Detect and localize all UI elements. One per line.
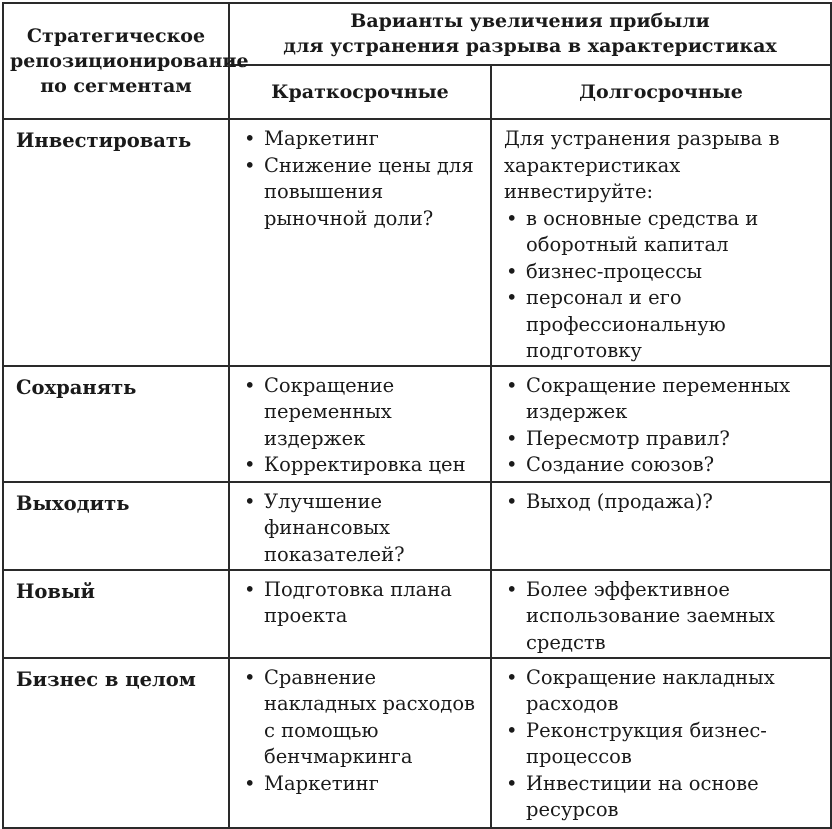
long-term-cell: Для устранения разрыва в характеристиках… xyxy=(489,118,832,367)
short-term-header: Краткосрочные xyxy=(228,64,492,120)
list-item: в основные средства и оборотный капитал xyxy=(504,206,822,259)
long-term-list: Более эффективное использование заемных … xyxy=(504,577,822,657)
list-item: Маркетинг xyxy=(242,126,482,153)
list-item: персонал и его профессиональную подготов… xyxy=(504,285,822,365)
short-term-list: МаркетингСнижение цены для повышения рын… xyxy=(242,126,482,232)
list-item: Более эффективное использование заемных … xyxy=(504,577,822,657)
long-term-cell: Сокращение переменных издержекПересмотр … xyxy=(489,364,832,483)
long-term-list: Выход (продажа)? xyxy=(504,489,822,516)
segment-column-header: Стратегическое репозиционирование по сег… xyxy=(2,2,249,120)
table-row: СохранятьСокращение переменных издержекК… xyxy=(2,364,832,483)
long-term-list: Сокращение переменных издержекПересмотр … xyxy=(504,373,822,479)
list-item: бизнес-процессы xyxy=(504,259,822,286)
list-item: Инвестиции на основе ресурсов xyxy=(504,771,822,824)
long-term-cell: Выход (продажа)? xyxy=(489,480,832,571)
table-row: ИнвестироватьМаркетингСнижение цены для … xyxy=(2,118,832,367)
short-term-cell: Сравнение накладных расходов с помощью б… xyxy=(228,656,492,829)
segment-cell: Новый xyxy=(2,568,230,659)
long-term-intro: Для устранения разрыва в характеристиках… xyxy=(504,127,780,203)
list-item: Реконструкция бизнес-процессов xyxy=(504,718,822,771)
short-term-cell: Сокращение переменных издержекКорректиро… xyxy=(228,364,492,483)
short-term-cell: Улучшение финансовых показателей? xyxy=(228,480,492,571)
list-item: Создание союзов? xyxy=(504,452,822,479)
table-row: НовыйПодготовка плана проекта Более эффек… xyxy=(2,568,832,659)
list-item: Снижение цены для повышения рыночной дол… xyxy=(242,153,482,233)
short-term-cell: Подготовка плана проекта xyxy=(228,568,492,659)
table-body: ИнвестироватьМаркетингСнижение цены для … xyxy=(2,118,832,829)
options-column-header: Варианты увеличения прибыли для устранен… xyxy=(227,2,832,66)
segment-cell: Сохранять xyxy=(2,364,230,483)
list-item: Улучшение финансовых показателей? xyxy=(242,489,482,569)
list-item: Корректировка цен xyxy=(242,452,482,479)
list-item: Пересмотр правил? xyxy=(504,426,822,453)
options-title-line2: для устранения разрыва в характеристиках xyxy=(283,35,777,57)
list-item: Выход (продажа)? xyxy=(504,489,822,516)
long-term-cell: Более эффективное использование заемных … xyxy=(489,568,832,659)
long-term-list: Сокращение накладных расходовРеконструкц… xyxy=(504,665,822,824)
segment-cell: Инвестировать xyxy=(2,118,230,367)
long-term-cell: Сокращение накладных расходовРеконструкц… xyxy=(489,656,832,829)
list-item: Сокращение переменных издержек xyxy=(504,373,822,426)
short-term-list: Улучшение финансовых показателей? xyxy=(242,489,482,569)
table-row: ВыходитьУлучшение финансовых показателей… xyxy=(2,480,832,571)
header-row-sub: Краткосрочные Долгосрочные xyxy=(3,64,832,120)
short-term-cell: МаркетингСнижение цены для повышения рын… xyxy=(228,118,492,367)
long-term-header: Долгосрочные xyxy=(489,64,832,120)
list-item: Сравнение накладных расходов с помощью б… xyxy=(242,665,482,771)
list-item: Маркетинг xyxy=(242,771,482,798)
long-term-list: в основные средства и оборотный капиталб… xyxy=(504,206,822,365)
short-term-list: Сокращение переменных издержекКорректиро… xyxy=(242,373,482,479)
header-row-top: Стратегическое репозиционирование по сег… xyxy=(2,2,832,120)
list-item: Сокращение накладных расходов xyxy=(504,665,822,718)
table-row: Бизнес в целомСравнение накладных расход… xyxy=(2,656,832,829)
short-term-list: Подготовка плана проекта xyxy=(242,577,482,630)
list-item: Сокращение переменных издержек xyxy=(242,373,482,453)
list-item: Подготовка плана проекта xyxy=(242,577,482,630)
segment-cell: Бизнес в целом xyxy=(2,656,230,829)
options-title-line1: Варианты увеличения прибыли xyxy=(350,10,710,32)
short-term-list: Сравнение накладных расходов с помощью б… xyxy=(242,665,482,798)
segment-cell: Выходить xyxy=(2,480,230,571)
